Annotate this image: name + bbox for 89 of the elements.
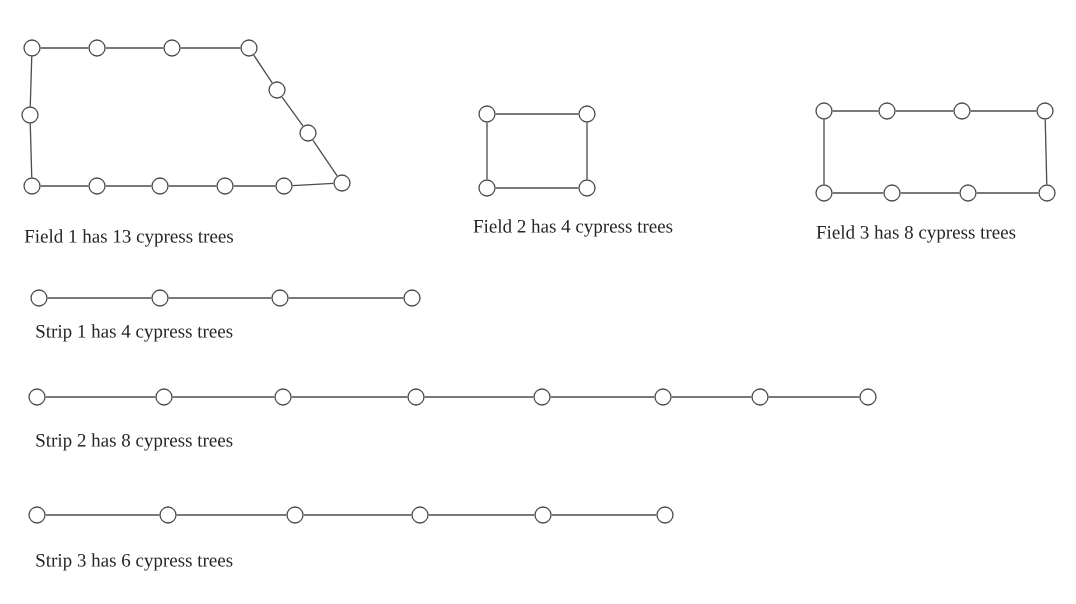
tree-circle	[274, 388, 292, 406]
caption: Field 1 has 13 cypress trees	[24, 229, 233, 247]
tree-circle	[1038, 184, 1056, 202]
line	[45, 514, 160, 516]
line	[180, 47, 241, 49]
line	[1044, 119, 1048, 185]
line	[45, 396, 156, 398]
line	[292, 182, 334, 187]
tree-circle	[534, 506, 552, 524]
line	[495, 187, 579, 189]
caption: Strip 1 has 4 cypress trees	[36, 324, 233, 342]
tree-circle	[953, 102, 971, 120]
line	[176, 514, 287, 516]
line	[586, 122, 588, 180]
tree-circle	[23, 177, 41, 195]
tree-circle	[878, 102, 896, 120]
line	[424, 396, 534, 398]
line	[312, 139, 338, 177]
tree-circle	[478, 179, 496, 197]
line	[105, 185, 152, 187]
line	[486, 122, 488, 180]
tree-circle	[275, 177, 293, 195]
line	[281, 96, 304, 127]
line	[47, 297, 152, 299]
tree-circle	[30, 289, 48, 307]
caption: Field 3 has 8 cypress trees	[816, 225, 1016, 243]
tree-circle	[88, 39, 106, 57]
tree-circle	[216, 177, 234, 195]
line	[168, 185, 217, 187]
tree-circle	[883, 184, 901, 202]
tree-circle	[240, 39, 258, 57]
line	[823, 119, 825, 185]
line	[233, 185, 276, 187]
tree-circle	[28, 388, 46, 406]
caption: Field 2 has 4 cypress trees	[473, 219, 673, 237]
tree-circle	[656, 506, 674, 524]
tree-circle	[23, 39, 41, 57]
line	[288, 297, 404, 299]
tree-circle	[578, 105, 596, 123]
caption: Strip 2 has 8 cypress trees	[36, 433, 233, 451]
line	[495, 113, 579, 115]
tree-circle	[271, 289, 289, 307]
line	[976, 192, 1039, 194]
tree-circle	[21, 106, 39, 124]
line	[768, 396, 860, 398]
line	[29, 123, 33, 178]
tree-circle	[151, 289, 169, 307]
line	[40, 47, 89, 49]
tree-circle	[88, 177, 106, 195]
line	[40, 185, 89, 187]
tree-circle	[815, 184, 833, 202]
line	[105, 47, 164, 49]
line	[895, 110, 954, 112]
tree-circle	[28, 506, 46, 524]
tree-circle	[578, 179, 596, 197]
line	[551, 514, 657, 516]
tree-circle	[268, 81, 286, 99]
line	[900, 192, 960, 194]
tree-circle	[751, 388, 769, 406]
tree-circle	[411, 506, 429, 524]
line	[172, 396, 275, 398]
tree-circle	[533, 388, 551, 406]
tree-circle	[403, 289, 421, 307]
line	[428, 514, 535, 516]
tree-circle	[1036, 102, 1054, 120]
tree-circle	[333, 174, 351, 192]
line	[253, 54, 273, 84]
caption: Strip 3 has 6 cypress trees	[36, 553, 233, 571]
tree-circle	[159, 506, 177, 524]
tree-circle	[286, 506, 304, 524]
tree-circle	[815, 102, 833, 120]
line	[303, 514, 412, 516]
line	[291, 396, 408, 398]
line	[832, 110, 879, 112]
tree-circle	[151, 177, 169, 195]
tree-circle	[163, 39, 181, 57]
line	[29, 56, 33, 107]
tree-circle	[478, 105, 496, 123]
tree-circle	[407, 388, 425, 406]
line	[970, 110, 1037, 112]
tree-circle	[155, 388, 173, 406]
tree-circle	[959, 184, 977, 202]
tree-circle	[859, 388, 877, 406]
line	[550, 396, 655, 398]
line	[168, 297, 272, 299]
line	[671, 396, 752, 398]
tree-circle	[654, 388, 672, 406]
line	[832, 192, 884, 194]
tree-circle	[299, 124, 317, 142]
